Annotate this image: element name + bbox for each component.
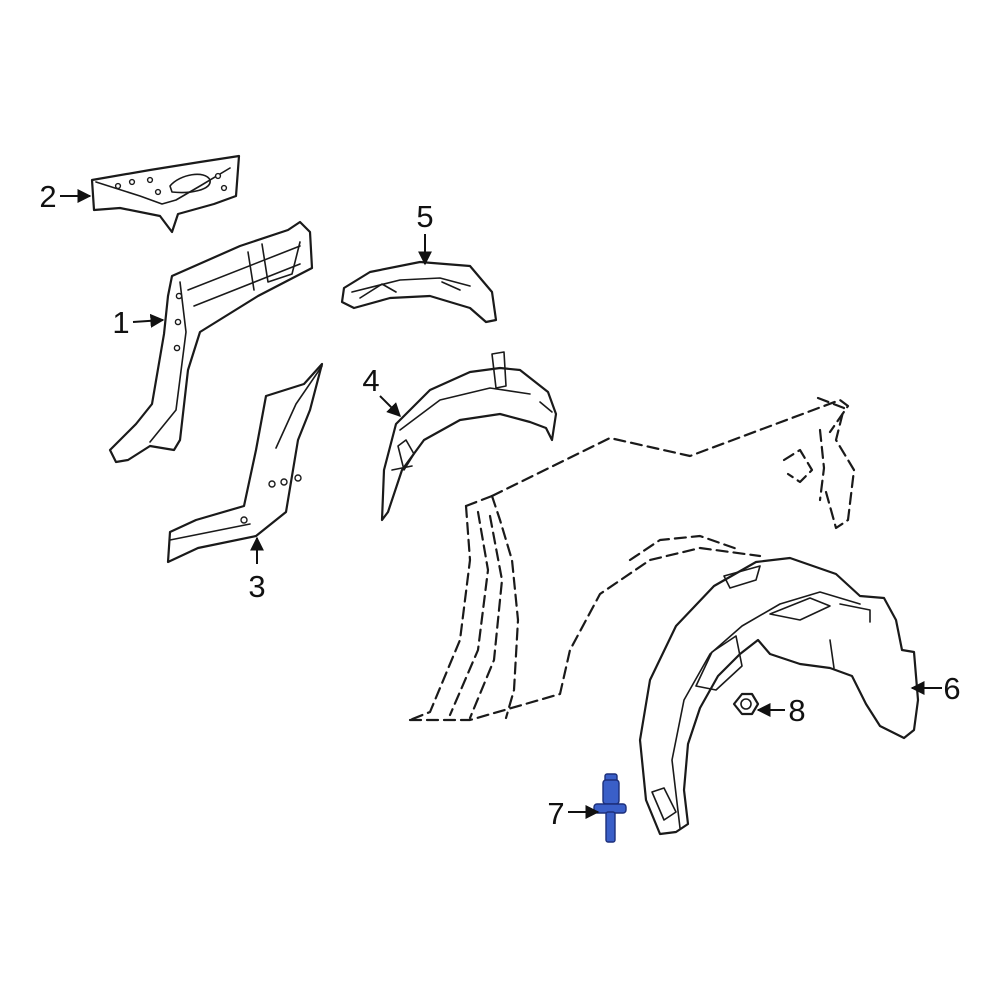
part-4-inner-wheelhouse bbox=[380, 351, 558, 522]
callout-5: 5 bbox=[416, 199, 433, 234]
part-5-wheelhouse-upper-panel bbox=[340, 260, 498, 324]
part-6-wheelhouse-liner bbox=[638, 556, 920, 836]
callout-2: 2 bbox=[39, 179, 56, 214]
callout-4: 4 bbox=[362, 363, 379, 398]
part-2-upper-pillar-bracket bbox=[90, 154, 241, 234]
callout-3: 3 bbox=[248, 569, 265, 604]
part-3-lower-pillar-reinforcement bbox=[166, 362, 324, 564]
part-1-inner-pillar bbox=[108, 220, 314, 464]
callout-8: 8 bbox=[788, 693, 805, 728]
callout-1: 1 bbox=[112, 305, 129, 340]
part-7-push-pin-fastener bbox=[593, 773, 627, 843]
callout-6: 6 bbox=[943, 671, 960, 706]
callout-7: 7 bbox=[547, 796, 564, 831]
part-8-nut bbox=[732, 692, 760, 716]
quarter-panel-outline bbox=[408, 396, 856, 722]
leader-1 bbox=[132, 313, 165, 328]
leader-4 bbox=[379, 395, 401, 417]
